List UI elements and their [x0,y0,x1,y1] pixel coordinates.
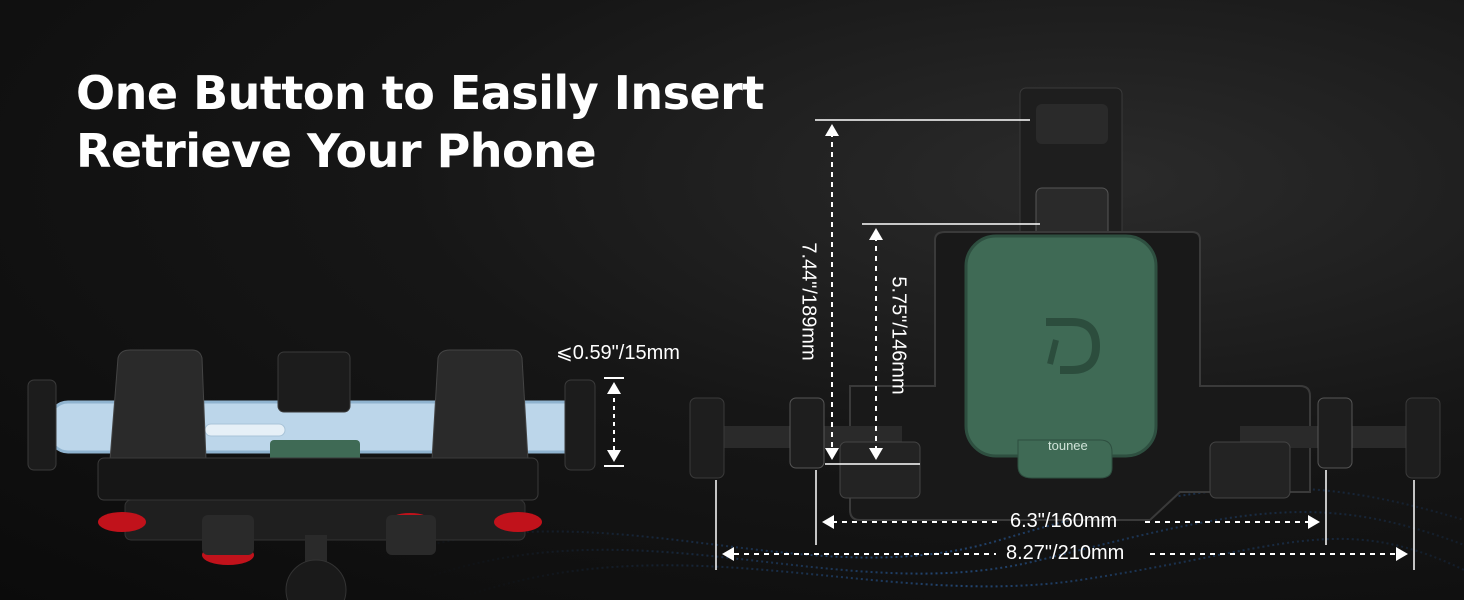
bottom-jaw-right [1209,441,1291,499]
knob-housing-left [202,515,254,555]
knob-housing-right [386,515,436,555]
width-max-label: 8.27"/210mm [1006,542,1125,564]
thickness-label: ⩽0.59"/15mm [556,342,680,364]
headline-line-1: One Button to Easily Insert [76,66,764,120]
height-max-label: 7.44"/189mm [797,242,820,361]
headline: One Button to Easily Insert Retrieve You… [76,64,764,180]
pad-left [109,349,207,461]
height-min-label: 5.75"/146mm [887,276,910,395]
clamp-left [27,379,57,471]
left-outer-clamp [689,397,725,479]
brand-logo-icon [1046,318,1101,374]
bottom-jaw-left [839,441,921,499]
mount-stem [305,535,327,565]
holder-top-view [27,349,624,600]
brand-name: tounee [1048,438,1088,453]
green-plate [964,234,1158,458]
ball-joint [285,559,347,600]
top-latch [277,351,351,413]
top-clamp-jaw-upper [1036,104,1108,144]
width-min-label: 6.3"/160mm [1010,510,1118,532]
pad-right [431,349,529,461]
right-inner-clamp [1317,397,1353,469]
knob-1 [98,512,146,532]
clamp-right [564,379,596,471]
headline-line-2: Retrieve Your Phone [76,124,597,178]
brand-tab [1017,439,1113,479]
left-inner-clamp [789,397,825,469]
right-outer-clamp [1405,397,1441,479]
knob-4 [494,512,542,532]
